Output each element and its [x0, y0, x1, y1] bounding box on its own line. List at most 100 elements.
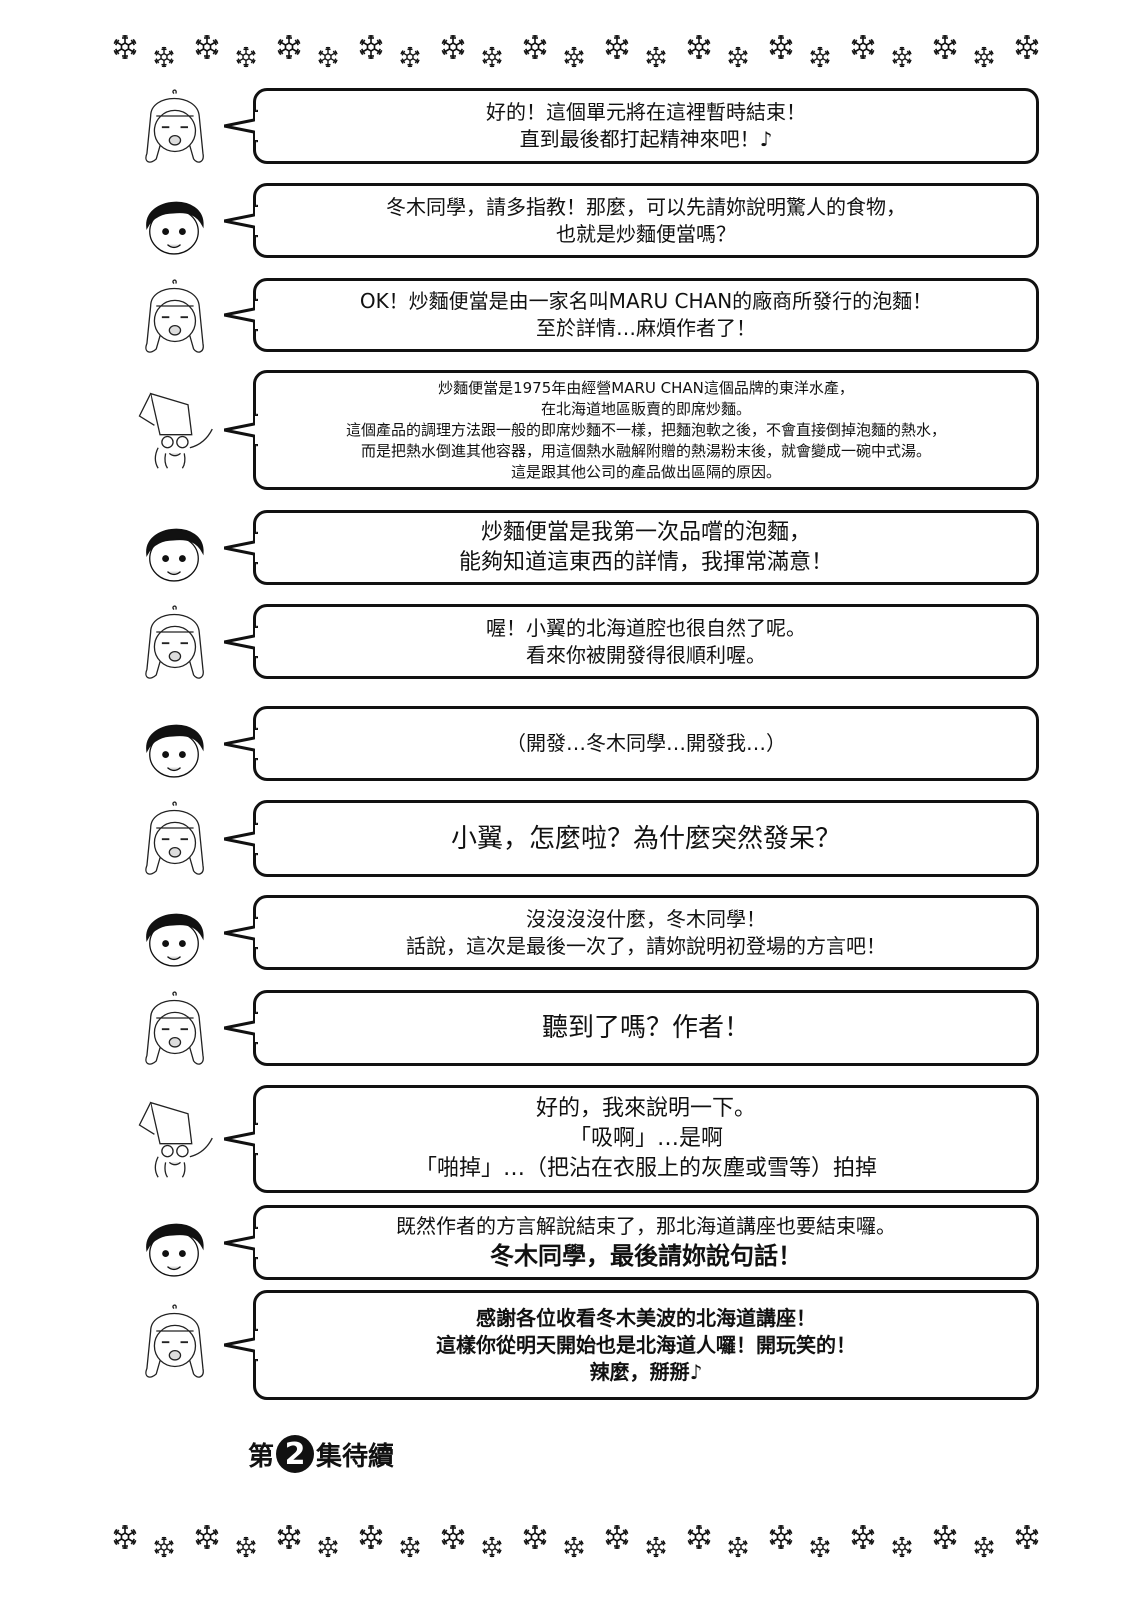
speech-bubble: 聽到了嗎？作者！: [253, 990, 1039, 1066]
snowflake-icon: [932, 34, 958, 60]
snowflake-icon: [358, 1524, 384, 1550]
speech-tail-icon: [223, 528, 261, 568]
snowflake-icon: [891, 46, 913, 68]
snowflake-icon: [563, 46, 585, 68]
speech-tail-icon: [223, 106, 261, 146]
snowflake-icon: [645, 1536, 667, 1558]
speech-bubble: 炒麵便當是我第一次品嚐的泡麵， 能夠知道這東西的詳情，我揮常滿意！: [253, 510, 1039, 585]
dialogue-line: 聽到了嗎？作者！: [541, 1013, 750, 1043]
dark-hair-boy-avatar-icon: [128, 510, 220, 594]
snowflake-icon: [809, 46, 831, 68]
dialogue-line: 這個產品的調理方法跟一般的即席炒麵不一樣，把麵泡軟之後，不會直接倒掉泡麵的熱水，: [345, 420, 946, 439]
speech-bubble: 既然作者的方言解說結束了，那北海道講座也要結束囉。冬木同學，最後請妳說句話！: [253, 1205, 1039, 1280]
dialogue-row: OK！炒麵便當是由一家名叫MARU CHAN的廠商所發行的泡麵！至於詳情…麻煩作…: [0, 278, 1126, 353]
speech-tail-icon: [223, 819, 261, 859]
snowflake-icon: [358, 34, 384, 60]
snowflake-icon: [686, 1524, 712, 1550]
dark-hair-boy-avatar-icon: [128, 1205, 220, 1289]
snowflake-icon: [522, 1524, 548, 1550]
dialogue-line: 冬木同學，請多指教！那麼，可以先請妳說明驚人的食物，: [386, 194, 906, 219]
squid-avatar-icon: [128, 1097, 220, 1181]
blonde-girl-avatar-icon: [128, 990, 220, 1074]
dark-hair-boy-avatar-icon: [128, 183, 220, 267]
dialogue-line: 小翼，怎麼啦？為什麼突然發呆？: [450, 823, 841, 854]
speech-bubble: 感謝各位收看冬木美波的北海道講座！這樣你從明天開始也是北海道人囉！開玩笑的！辣麼…: [253, 1290, 1039, 1400]
speech-bubble: 炒麵便當是1975年由經營MARU CHAN這個品牌的東洋水產，在北海道地區販賣…: [253, 370, 1039, 490]
squid-avatar-icon: [128, 388, 220, 472]
dialogue-row: 感謝各位收看冬木美波的北海道講座！這樣你從明天開始也是北海道人囉！開玩笑的！辣麼…: [0, 1290, 1126, 1400]
snowflake-icon: [440, 1524, 466, 1550]
speech-bubble: 好的，我來說明一下。「吸啊」…是啊「啪掉」…（把沾在衣服上的灰塵或雪等）拍掉: [253, 1085, 1039, 1193]
snowflake-icon: [604, 34, 630, 60]
dialogue-line: 而是把熱水倒進其他容器，用這個熱水融解附贈的熱湯粉末後，就會變成一碗中式湯。: [360, 441, 931, 460]
snowflake-border-bottom: [112, 1522, 1052, 1566]
snowflake-icon: [317, 46, 339, 68]
snowflake-icon: [768, 1524, 794, 1550]
dialogue-line: 看來你被開發得很順利喔。: [526, 642, 766, 667]
snowflake-icon: [563, 1536, 585, 1558]
dialogue-row: 好的！這個單元將在這裡暫時結束！ 直到最後都打起精神來吧！♪: [0, 88, 1126, 164]
blonde-girl-avatar-icon: [128, 1303, 220, 1387]
speech-tail-icon: [223, 1119, 261, 1159]
dialogue-line: 好的，我來說明一下。: [535, 1096, 756, 1121]
dialogue-line: 「啪掉」…（把沾在衣服上的灰塵或雪等）拍掉: [414, 1156, 877, 1181]
speech-tail-icon: [223, 1325, 261, 1365]
dialogue-line: 感謝各位收看冬木美波的北海道講座！: [476, 1305, 816, 1330]
dialogue-line: （開發…冬木同學…開發我…）: [506, 731, 786, 755]
snowflake-icon: [399, 46, 421, 68]
dialogue-row: 好的，我來說明一下。「吸啊」…是啊「啪掉」…（把沾在衣服上的灰塵或雪等）拍掉: [0, 1085, 1126, 1193]
dialogue-line: 喔！小翼的北海道腔也很自然了呢。: [486, 615, 806, 640]
snowflake-icon: [727, 1536, 749, 1558]
volume-number-badge: 2: [276, 1435, 315, 1473]
snowflake-icon: [235, 46, 257, 68]
dialogue-line: 在北海道地區販賣的即席炒麵。: [540, 399, 751, 418]
snowflake-icon: [604, 1524, 630, 1550]
dialogue-line: 炒麵便當是我第一次品嚐的泡麵，: [480, 519, 811, 545]
snowflake-icon: [645, 46, 667, 68]
snowflake-icon: [481, 46, 503, 68]
dialogue-line: 好的！這個單元將在這裡暫時結束！: [486, 100, 806, 124]
dark-hair-boy-avatar-icon: [128, 895, 220, 979]
dialogue-line: 話說，這次是最後一次了，請妳說明初登場的方言吧！: [406, 933, 886, 958]
speech-tail-icon: [223, 913, 261, 953]
speech-tail-icon: [223, 201, 261, 241]
dialogue-line: 直到最後都打起精神來吧！♪: [519, 127, 773, 151]
dialogue-line: 能夠知道這東西的詳情，我揮常滿意！: [458, 549, 833, 575]
dialogue-line: 「吸啊」…是啊: [568, 1126, 723, 1151]
snowflake-border-top: [112, 32, 1052, 76]
dialogue-row: 既然作者的方言解說結束了，那北海道講座也要結束囉。冬木同學，最後請妳說句話！: [0, 1205, 1126, 1280]
dialogue-line: 冬木同學，最後請妳說句話！: [490, 1242, 802, 1270]
snowflake-icon: [850, 1524, 876, 1550]
speech-bubble: 小翼，怎麼啦？為什麼突然發呆？: [253, 800, 1039, 877]
snowflake-icon: [399, 1536, 421, 1558]
snowflake-icon: [153, 46, 175, 68]
snowflake-icon: [481, 1536, 503, 1558]
dialogue-line: 辣麼，掰掰♪: [589, 1359, 703, 1384]
snowflake-icon: [768, 34, 794, 60]
dialogue-line: 這是跟其他公司的產品做出區隔的原因。: [510, 462, 781, 481]
snowflake-icon: [112, 34, 138, 60]
snowflake-icon: [194, 34, 220, 60]
dialogue-row: 聽到了嗎？作者！: [0, 990, 1126, 1066]
snowflake-icon: [194, 1524, 220, 1550]
dialogue-line: 沒沒沒沒什麼，冬木同學！: [526, 906, 766, 931]
snowflake-icon: [809, 1536, 831, 1558]
dialogue-row: 小翼，怎麼啦？為什麼突然發呆？: [0, 800, 1126, 877]
snowflake-icon: [522, 34, 548, 60]
snowflake-icon: [440, 34, 466, 60]
snowflake-icon: [891, 1536, 913, 1558]
dark-hair-boy-avatar-icon: [128, 706, 220, 790]
speech-tail-icon: [223, 622, 261, 662]
snowflake-icon: [932, 1524, 958, 1550]
to-be-continued: 第 2 集待續: [248, 1432, 394, 1476]
snowflake-icon: [973, 1536, 995, 1558]
dialogue-row: 炒麵便當是我第一次品嚐的泡麵， 能夠知道這東西的詳情，我揮常滿意！: [0, 510, 1126, 585]
blonde-girl-avatar-icon: [128, 604, 220, 688]
speech-bubble: 冬木同學，請多指教！那麼，可以先請妳說明驚人的食物，也就是炒麵便當嗎？: [253, 183, 1039, 258]
speech-bubble: 好的！這個單元將在這裡暫時結束！ 直到最後都打起精神來吧！♪: [253, 88, 1039, 164]
speech-tail-icon: [223, 724, 261, 764]
dialogue-row: 喔！小翼的北海道腔也很自然了呢。看來你被開發得很順利喔。: [0, 604, 1126, 679]
dialogue-line: 至於詳情…麻煩作者了！: [536, 316, 756, 340]
dialogue-line: 既然作者的方言解說結束了，那北海道講座也要結束囉。: [396, 1214, 896, 1238]
snowflake-icon: [235, 1536, 257, 1558]
